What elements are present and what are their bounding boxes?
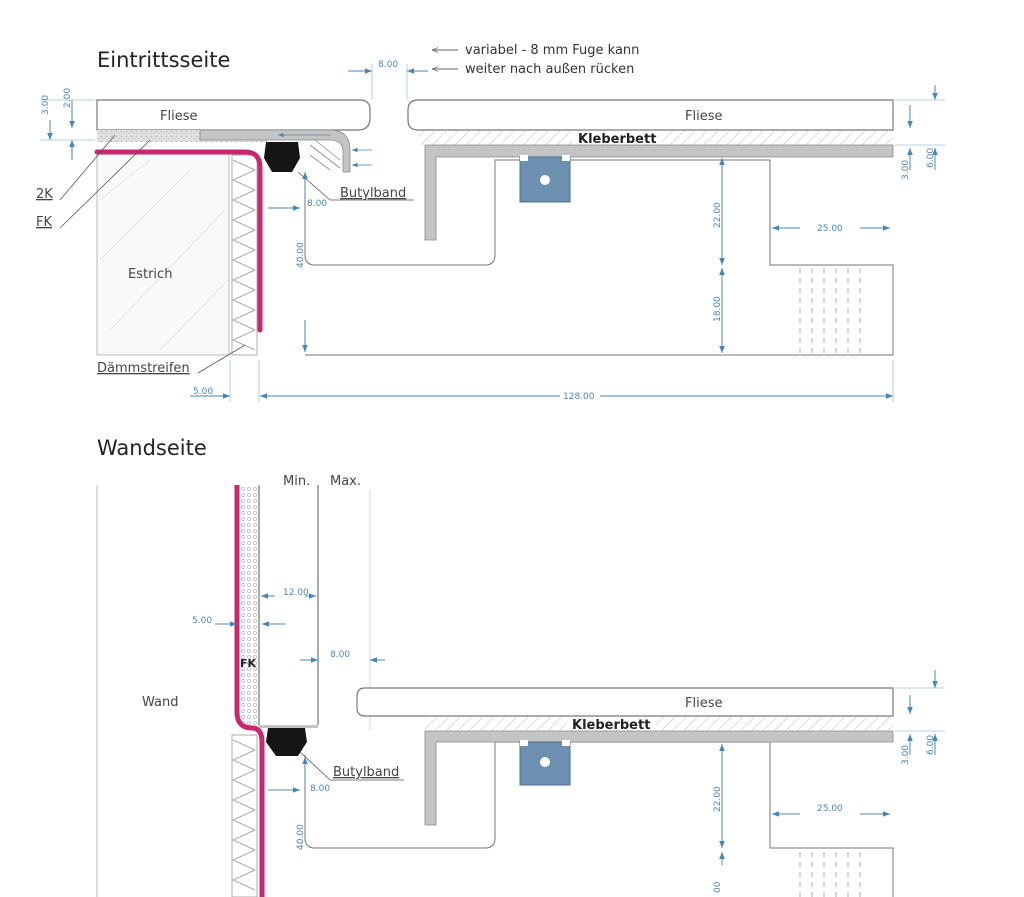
anchor-notch-l: [520, 155, 528, 161]
label-daemmstreifen: Dämmstreifen: [97, 361, 190, 376]
dim-label: 8.00: [330, 650, 350, 660]
dashed-lines: [799, 268, 861, 355]
anchor-notch-r: [562, 740, 570, 746]
section-title-wandseite: Wandseite: [97, 436, 207, 460]
label-fliese-right: Fliese: [685, 109, 722, 124]
dim-label: 40.00: [296, 242, 306, 268]
support-outline: [304, 159, 894, 356]
butylband: [264, 142, 300, 172]
label-min: Min.: [283, 474, 310, 489]
leader-butylband: [297, 171, 331, 201]
kleberbett-label-bg: [572, 131, 662, 144]
label-fliese-left: Fliese: [160, 109, 197, 124]
label-max: Max.: [330, 474, 361, 489]
profile-bottom: [424, 730, 894, 826]
dim-label: 5.00: [192, 616, 212, 626]
dim-label: 3.00: [41, 95, 51, 115]
label-kleberbett: Kleberbett: [578, 132, 656, 147]
anchor-hole-bottom: [540, 757, 550, 767]
estrich-texture: [99, 159, 229, 351]
extension-lines-bottom: [895, 687, 945, 732]
daemmstreifen-bottom: [231, 734, 258, 897]
kleberbett-bottom: [425, 716, 893, 731]
base-profile: [259, 725, 318, 728]
section-eintrittsseite: Eintrittsseite variabel - 8 mm Fuge kann…: [36, 43, 945, 402]
profile-right: [424, 144, 894, 241]
dim-label: 8.00: [310, 784, 330, 794]
dim-label: 6.00: [926, 148, 936, 168]
note-text-1: variabel - 8 mm Fuge kann: [465, 43, 639, 58]
label-butylband: Butylband: [340, 186, 406, 201]
label-fk-bottom: FK: [240, 657, 257, 670]
dim-label: 128.00: [563, 392, 595, 402]
anchor-notch-l: [520, 740, 528, 746]
tile-bottom: [356, 687, 894, 717]
dim-label: 8.00: [307, 199, 327, 209]
anchor-notch-r: [562, 155, 570, 161]
dim-label: 2.00: [63, 88, 73, 108]
dim-label: 12.00: [283, 588, 309, 598]
support-outline-bottom: [304, 741, 894, 897]
leader-2k: [59, 134, 116, 201]
estrich-block: [96, 152, 230, 356]
dim-label: 6.00: [926, 735, 936, 755]
label-kleberbett-bottom: Kleberbett: [572, 718, 650, 733]
dim-label: 22.00: [713, 786, 723, 812]
label-butylband-bottom: Butylband: [333, 765, 399, 780]
membrane-fk: [94, 149, 263, 333]
daemmstreifen-pattern: [232, 159, 256, 351]
tile-left: [96, 99, 371, 131]
dim-label: 00: [713, 881, 723, 893]
dim-label: 25.00: [817, 804, 843, 814]
note-text-2: weiter nach außen rücken: [465, 62, 634, 77]
extension-lines-top: [40, 99, 945, 402]
dim-label: 3.00: [901, 745, 911, 765]
profile-hatch: [309, 139, 341, 171]
label-fk: FK: [36, 215, 52, 230]
dashed-lines-bottom: [799, 852, 861, 897]
dim-label: 3.00: [901, 160, 911, 180]
fk-dot-layer: [241, 485, 259, 725]
section-wandseite: Wandseite Wand Min. Max. FK Butylband: [96, 436, 945, 897]
anchor-hole: [540, 175, 550, 185]
dim-label: 22.00: [713, 202, 723, 228]
label-fliese-bottom: Fliese: [685, 696, 722, 711]
dimensions-bottom: [215, 593, 938, 865]
flow-arrows: [278, 132, 372, 168]
label-estrich: Estrich: [128, 267, 172, 282]
leader-fk: [59, 139, 151, 229]
dim-label: 18.00: [713, 296, 723, 322]
butylband-bottom: [266, 728, 307, 756]
label-2k: 2K: [36, 187, 53, 202]
label-wand: Wand: [142, 695, 178, 710]
dim-label: 5.00: [193, 387, 213, 397]
profile-left: [199, 129, 351, 173]
section-title-eintrittsseite: Eintrittsseite: [97, 48, 230, 72]
tile-right: [407, 99, 894, 131]
leader-daemmstreifen: [197, 344, 246, 374]
dim-label: 25.00: [817, 224, 843, 234]
dim-label: 8.00: [378, 60, 398, 70]
daemmstreifen-bottom-pattern: [232, 739, 256, 891]
membrane-wall: [234, 485, 265, 897]
kleberbett-label-bg-bottom: [566, 717, 656, 730]
dimensions-top: [47, 85, 938, 399]
dim-label: 40.00: [296, 824, 306, 850]
